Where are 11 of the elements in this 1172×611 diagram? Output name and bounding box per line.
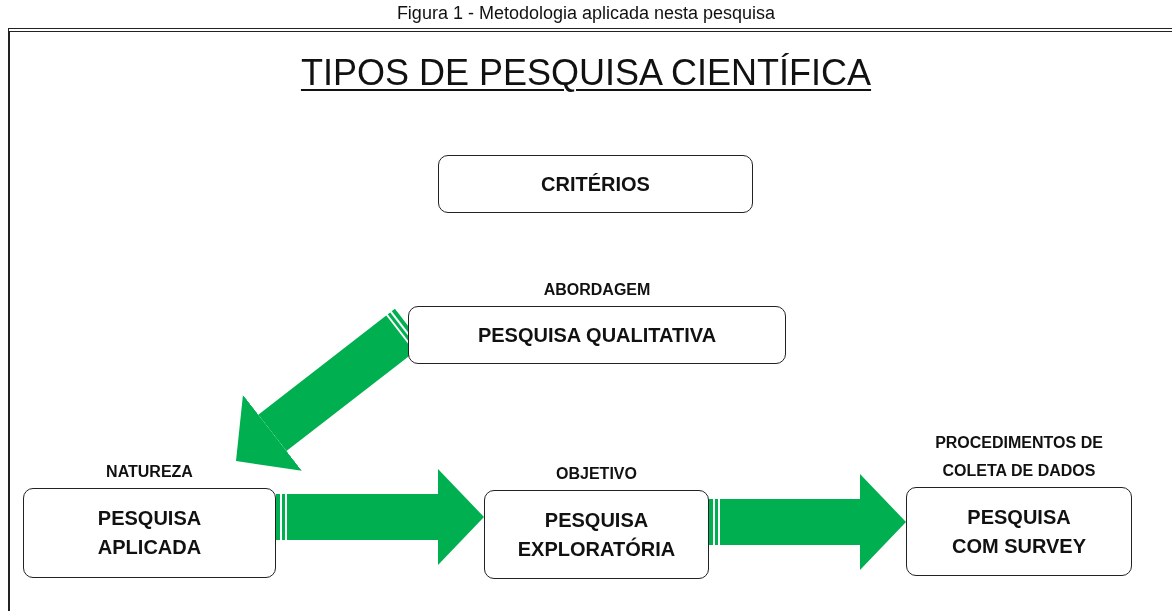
- process-box: PESQUISA QUALITATIVA: [408, 306, 786, 364]
- process-box: PESQUISA APLICADA: [23, 488, 276, 578]
- node-heading: OBJETIVO: [555, 464, 638, 484]
- process-box: PESQUISA EXPLORATÓRIA: [484, 490, 709, 579]
- process-box: PESQUISA COM SURVEY: [906, 487, 1132, 576]
- process-box: CRITÉRIOS: [438, 155, 753, 213]
- node-heading: ABORDAGEM: [542, 280, 652, 300]
- node-heading: PROCEDIMENTOS DE COLETA DE DADOS: [934, 433, 1104, 481]
- node-heading: NATUREZA: [105, 462, 194, 482]
- figure-caption: Figura 1 - Metodologia aplicada nesta pesquisa: [395, 3, 777, 23]
- diagram-title: TIPOS DE PESQUISA CIENTÍFICA: [300, 52, 872, 93]
